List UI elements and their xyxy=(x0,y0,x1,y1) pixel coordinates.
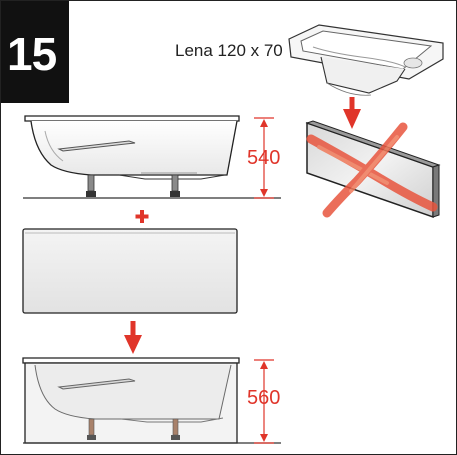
down-arrow-icon-2 xyxy=(124,321,142,354)
plus-icon xyxy=(135,210,149,223)
tub-with-panel xyxy=(22,357,240,444)
tub-legs-bottom xyxy=(87,418,180,440)
tub-side-view xyxy=(24,115,240,180)
step-number: 15 xyxy=(7,28,57,80)
model-label: Lena 120 x 70 xyxy=(175,41,283,60)
front-panel xyxy=(22,228,238,314)
tub-perspective-icon xyxy=(288,24,444,96)
dimension-marker-bottom xyxy=(254,359,274,444)
down-arrow-icon xyxy=(343,97,361,129)
step-badge: 15 xyxy=(1,1,69,103)
tub-legs-top xyxy=(86,174,180,197)
dimension-marker-top xyxy=(254,117,274,199)
height-label-without-panel: 540 xyxy=(247,147,281,169)
height-label-with-panel: 560 xyxy=(247,387,281,409)
cross-out-icon xyxy=(306,122,438,218)
